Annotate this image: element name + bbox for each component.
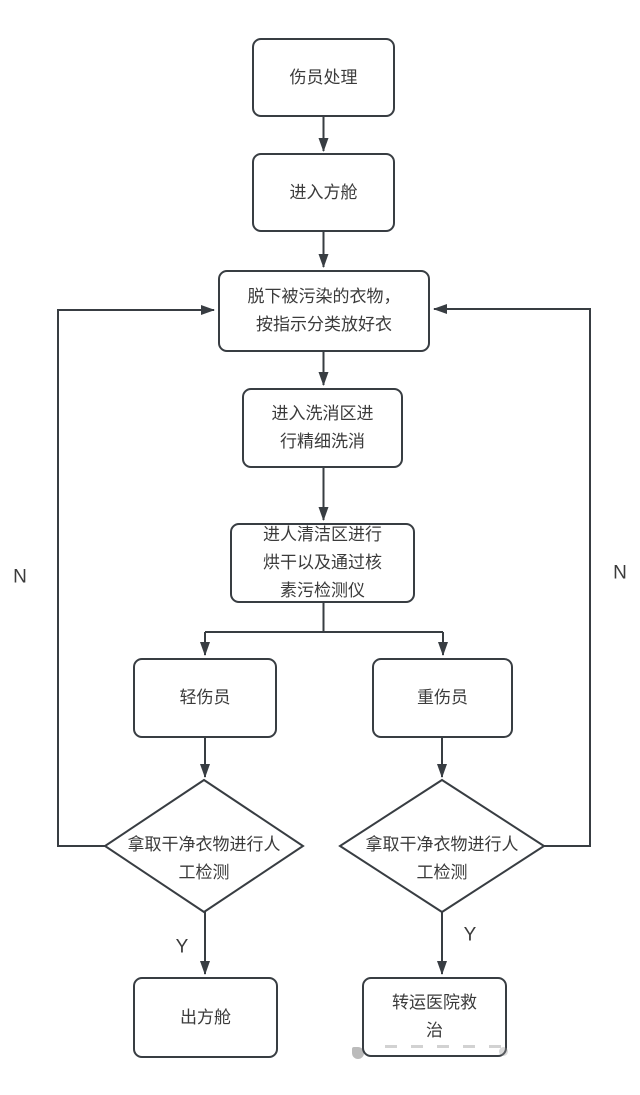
node-exit-cabin: 出方舱: [133, 977, 278, 1058]
node-manual-check-right-label: 拿取干净衣物进行人 工检测: [337, 831, 547, 887]
edge-label-n-right: N: [613, 562, 627, 584]
node-label: 脱下被污染的衣物，: [247, 287, 401, 306]
node-label: 按指示分类放好衣: [256, 315, 392, 334]
node-wash-area: 进入洗消区进 行精细洗消: [242, 388, 403, 468]
node-label: 轻伤员: [179, 688, 231, 707]
node-hospital-transfer: 转运医院救 治: [362, 977, 507, 1057]
watermark-artifact: [352, 1047, 364, 1059]
watermark-artifact: [385, 1045, 503, 1048]
node-label: 伤员处理: [289, 67, 358, 87]
node-label: 出方舱: [180, 1007, 231, 1027]
node-enter-cabin: 进入方舱: [252, 153, 395, 232]
decision-diamond-right: [338, 778, 546, 914]
node-severe-casualty: 重伤员: [372, 658, 513, 738]
node-label: 素污检测仪: [280, 581, 365, 600]
node-label: 治: [426, 1021, 443, 1040]
decision-diamond-left: [103, 778, 305, 914]
node-label: 工检测: [416, 863, 468, 882]
node-manual-check-left-label: 拿取干净衣物进行人 工检测: [99, 831, 309, 887]
node-label: 进人清洁区进行: [263, 525, 382, 544]
node-label: 进入方舱: [289, 182, 358, 202]
watermark-artifact: [499, 1047, 508, 1056]
node-label: 转运医院救: [392, 993, 477, 1012]
node-label: 拿取干净衣物进行人: [365, 835, 519, 854]
connector-right-n-loop: [433, 304, 591, 847]
node-label: 拿取干净衣物进行人: [127, 835, 281, 854]
node-minor-casualty: 轻伤员: [133, 658, 277, 738]
node-label: 工检测: [178, 863, 230, 882]
edge-label-y-left: Y: [175, 936, 189, 958]
edge-label-y-right: Y: [463, 924, 477, 946]
node-label: 重伤员: [417, 688, 468, 707]
connector-left-n-loop: [57, 305, 215, 847]
node-casualty-treatment: 伤员处理: [252, 38, 395, 117]
edge-label-n-left: N: [13, 566, 27, 588]
node-label: 行精细洗消: [280, 432, 365, 451]
node-remove-clothes: 脱下被污染的衣物， 按指示分类放好衣: [218, 270, 430, 352]
node-label: 进入洗消区进: [271, 404, 374, 423]
node-label: 烘干以及通过核: [263, 553, 382, 572]
node-clean-area: 进人清洁区进行 烘干以及通过核 素污检测仪: [230, 523, 415, 603]
